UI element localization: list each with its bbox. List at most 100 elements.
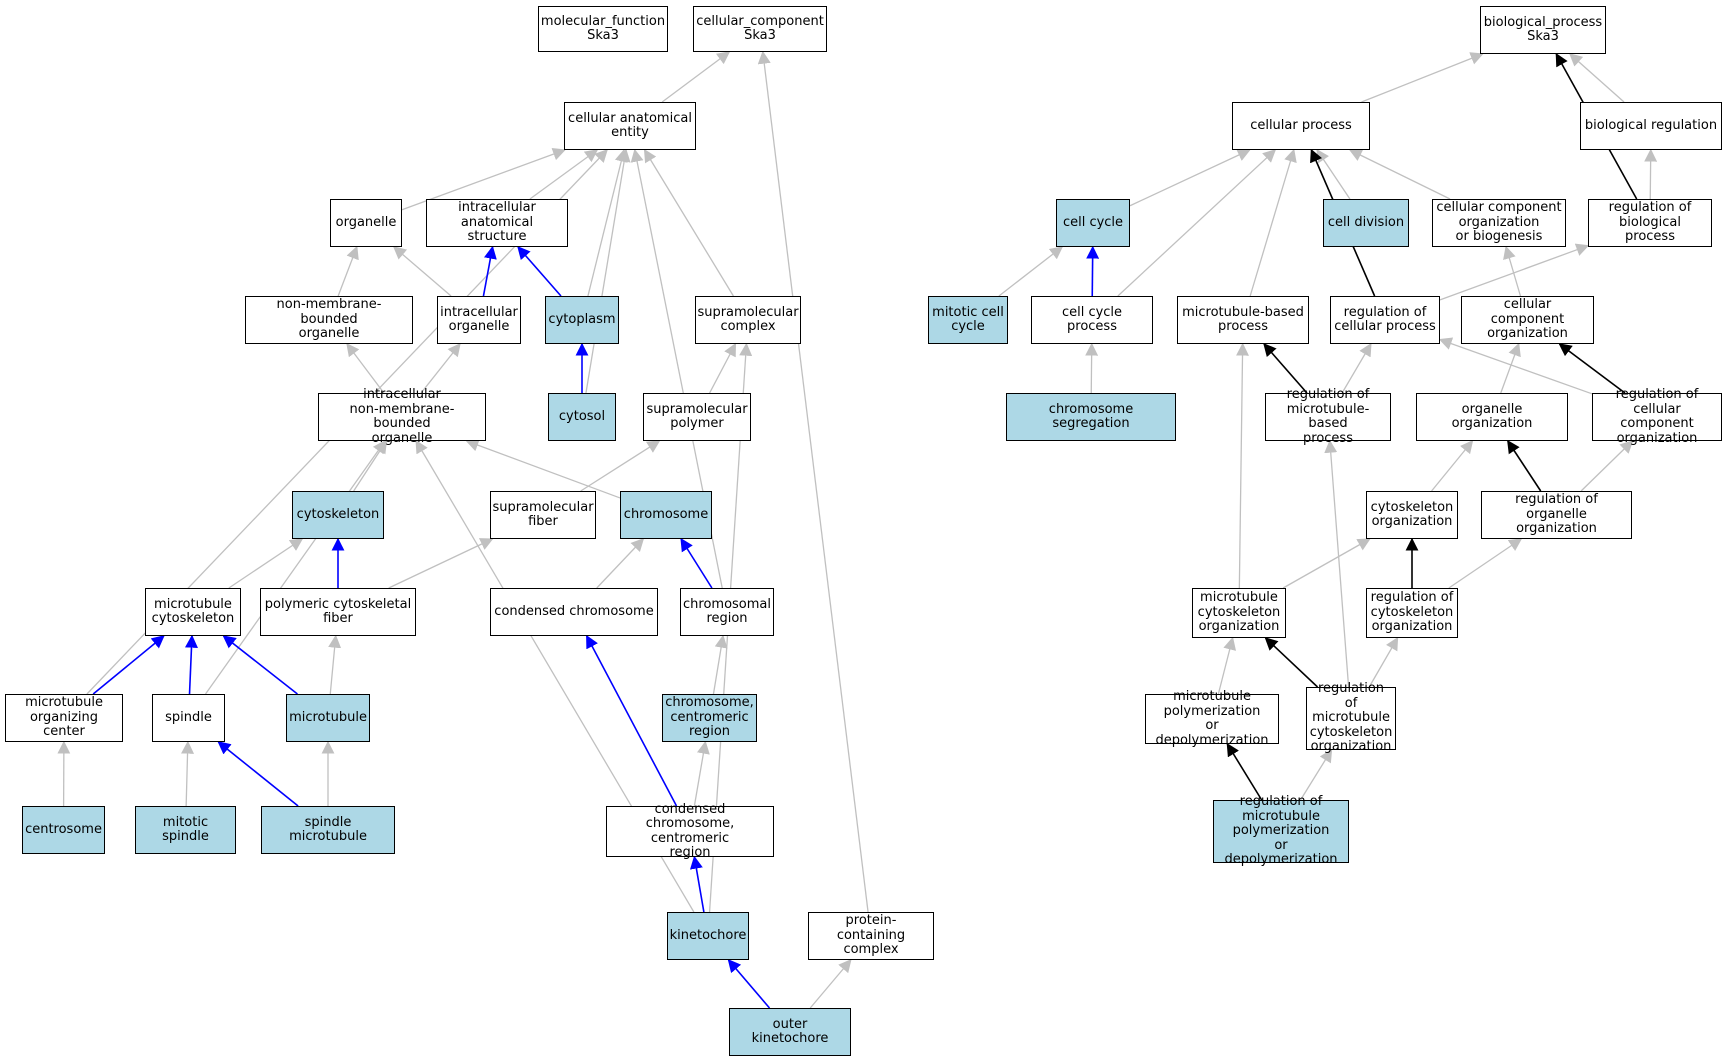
edge-part_of-chrreg-to-chromosome <box>680 537 713 589</box>
edge-is_a-cae-to-cc_root <box>661 51 731 103</box>
edge-part_of-cccr-to-condchr <box>585 634 678 807</box>
edge-is_a-outerkt-to-pcc <box>809 959 852 1009</box>
node-centrosome[interactable]: centrosome <box>22 806 105 854</box>
node-regulation-of-cytoskeleton-organization[interactable]: regulation of cytoskeleton organization <box>1366 588 1458 638</box>
node-microtubule-cytoskeleton-organization[interactable]: microtubule cytoskeleton organization <box>1192 588 1286 638</box>
node-regulation-of-microtubule-polymerization-or-depolymerization[interactable]: regulation of microtubule polymerization… <box>1213 795 1349 867</box>
edge-part_of-spindle-to-mtcs <box>184 634 198 695</box>
node-cytosol[interactable]: cytosol <box>548 393 616 441</box>
node-regulation-of-cellular-component-organization[interactable]: regulation of cellular component organiz… <box>1592 387 1722 445</box>
edge-is_a-orgorg-to-cco <box>1500 342 1521 394</box>
node-cell-cycle-process[interactable]: cell cycle process <box>1031 296 1153 344</box>
node-biological-process-root[interactable]: biological_process Ska3 <box>1480 6 1606 54</box>
node-cellular-process[interactable]: cellular process <box>1232 102 1370 150</box>
node-regulation-of-biological-process[interactable]: regulation of biological process <box>1588 199 1712 247</box>
node-molecular-function-root[interactable]: molecular_function Ska3 <box>538 6 668 52</box>
edge-is_a-cellproc-to-bp_root <box>1361 52 1484 103</box>
edge-is_a-smp-to-smc <box>709 342 736 394</box>
edge-part_of-microtubule-to-mtcs <box>222 635 298 695</box>
node-organelle[interactable]: organelle <box>330 199 402 247</box>
node-condensed-chromosome[interactable]: condensed chromosome <box>490 588 658 636</box>
node-outer-kinetochore[interactable]: outer kinetochore <box>729 1008 851 1056</box>
node-non-membrane-bounded-organelle[interactable]: non-membrane-bounded organelle <box>245 296 413 344</box>
node-microtubule-organizing-center[interactable]: microtubule organizing center <box>5 694 123 742</box>
node-supramolecular-fiber[interactable]: supramolecular fiber <box>490 491 596 539</box>
edge-is_a-bioreg-to-bp_root <box>1569 53 1625 103</box>
edge-is_a-mtbp-to-cellproc <box>1249 148 1297 297</box>
edge-regulates-regmtcsorg-to-mtcsorg <box>1264 637 1319 688</box>
edge-is_a-mtcs-to-cytoskeleton <box>228 538 304 589</box>
node-chromosome[interactable]: chromosome <box>620 491 712 539</box>
edge-is_a-regmtpd-to-regmtcsorg <box>1299 748 1333 801</box>
node-spindle[interactable]: spindle <box>152 694 225 742</box>
node-cytoskeleton-organization[interactable]: cytoskeleton organization <box>1366 491 1458 539</box>
node-intracellular-anatomical-structure[interactable]: intracellular anatomical structure <box>426 199 568 247</box>
edge-is_a-nmbo-to-organelle <box>337 245 359 297</box>
node-mitotic-spindle[interactable]: mitotic spindle <box>135 806 236 854</box>
node-intracellular-non-membrane-bounded-organelle[interactable]: intracellular non-membrane-bounded organ… <box>318 387 486 445</box>
edge-is_a-mitcc-to-cellcycle <box>998 246 1064 297</box>
node-supramolecular-polymer[interactable]: supramolecular polymer <box>643 393 751 441</box>
edge-is_a-spindle-to-inmbo <box>204 439 386 695</box>
node-microtubule[interactable]: microtubule <box>286 694 370 742</box>
edge-is_a-csorg-to-orgorg <box>1431 439 1474 492</box>
edge-is_a-cytoskeleton-to-inmbo <box>353 439 388 492</box>
edge-regulates-regorgorg-to-orgorg <box>1507 439 1542 492</box>
edge-is_a-regorgorg-to-regcco <box>1580 440 1634 492</box>
edge-part_of-cytoplasm-to-ias <box>517 246 562 297</box>
node-cellular-component-root[interactable]: cellular_component Ska3 <box>693 6 827 52</box>
edge-is_a-ccp-to-cellproc <box>1117 149 1277 297</box>
edge-is_a-regmtbp-to-regcp <box>1341 342 1372 394</box>
edge-is_a-ccr-to-chrreg <box>712 634 728 695</box>
edge-is_a-mtpd-to-mtcsorg <box>1217 636 1237 695</box>
edge-is_a-smc-to-cae <box>643 148 734 297</box>
edge-regulates-regcco-to-cco <box>1558 343 1626 394</box>
edge-is_a-smf-to-smp <box>580 440 661 492</box>
edge-is_a-inmbo-to-nmbo <box>346 342 385 394</box>
edge-part_of-ccp-to-cellcycle <box>1086 245 1100 297</box>
node-cytoskeleton[interactable]: cytoskeleton <box>292 491 384 539</box>
edge-part_of-outerkt-to-kinetochore <box>727 959 771 1009</box>
node-polymeric-cytoskeletal-fiber[interactable]: polymeric cytoskeletal fiber <box>260 588 416 636</box>
edge-is_a-mtcsorg-to-csorg <box>1282 538 1371 589</box>
edge-is_a-ias-to-cae <box>529 149 599 200</box>
node-spindle-microtubule[interactable]: spindle microtubule <box>261 806 395 854</box>
node-microtubule-based-process[interactable]: microtubule-based process <box>1177 296 1309 344</box>
edge-is_a-io-to-organelle <box>392 246 452 297</box>
edge-part_of-spmt-to-spindle <box>217 741 299 807</box>
node-supramolecular-complex[interactable]: supramolecular complex <box>695 296 801 344</box>
edge-part_of-mtoc-to-mtcs <box>92 635 165 695</box>
node-organelle-organization[interactable]: organelle organization <box>1416 393 1568 441</box>
node-regulation-of-microtubule-based-process[interactable]: regulation of microtubule-based process <box>1265 387 1391 445</box>
edge-is_a-mtcsorg-to-mtbp <box>1236 342 1250 589</box>
edge-is_a-ccob-to-cellproc <box>1348 149 1451 200</box>
node-cytoplasm[interactable]: cytoplasm <box>545 296 619 344</box>
node-chromosome-segregation[interactable]: chromosome segregation <box>1006 393 1176 441</box>
edge-is_a-cytosol-to-cae <box>585 148 631 394</box>
node-cellular-component-organization-or-biogenesis[interactable]: cellular component organization or bioge… <box>1432 199 1566 247</box>
node-microtubule-cytoskeleton[interactable]: microtubule cytoskeleton <box>145 588 241 636</box>
edge-is_a-regbp-to-bioreg <box>1644 148 1658 200</box>
node-intracellular-organelle[interactable]: intracellular organelle <box>437 296 521 344</box>
node-regulation-of-microtubule-cytoskeleton-organization[interactable]: regulation of microtubule cytoskeleton o… <box>1306 682 1396 754</box>
edge-is_a-cytoplasm-to-cae <box>587 148 628 297</box>
node-regulation-of-organelle-organization[interactable]: regulation of organelle organization <box>1481 491 1632 539</box>
edge-is_a-pcf-to-smf <box>388 538 494 589</box>
node-microtubule-polymerization-or-depolymerization[interactable]: microtubule polymerization or depolymeri… <box>1145 689 1279 747</box>
node-biological-regulation[interactable]: biological regulation <box>1580 102 1722 150</box>
edge-is_a-cco-to-ccob <box>1503 245 1522 297</box>
edge-regulates-regmtpd-to-mtpd <box>1226 742 1263 801</box>
node-cell-division[interactable]: cell division <box>1323 199 1409 247</box>
node-condensed-chromosome-centromeric-region[interactable]: condensed chromosome, centromeric region <box>606 802 774 860</box>
node-kinetochore[interactable]: kinetochore <box>667 912 749 960</box>
node-protein-containing-complex[interactable]: protein-containing complex <box>808 912 934 960</box>
node-mitotic-cell-cycle[interactable]: mitotic cell cycle <box>928 296 1008 344</box>
edge-is_a-inmbo-to-io <box>420 342 461 394</box>
node-chromosomal-region[interactable]: chromosomal region <box>680 588 774 636</box>
node-cell-cycle[interactable]: cell cycle <box>1056 199 1130 247</box>
node-cellular-component-organization[interactable]: cellular component organization <box>1461 296 1594 344</box>
node-cellular-anatomical-entity[interactable]: cellular anatomical entity <box>564 102 696 150</box>
node-regulation-of-cellular-process[interactable]: regulation of cellular process <box>1330 296 1440 344</box>
node-chromosome-centromeric-region[interactable]: chromosome, centromeric region <box>662 694 757 742</box>
